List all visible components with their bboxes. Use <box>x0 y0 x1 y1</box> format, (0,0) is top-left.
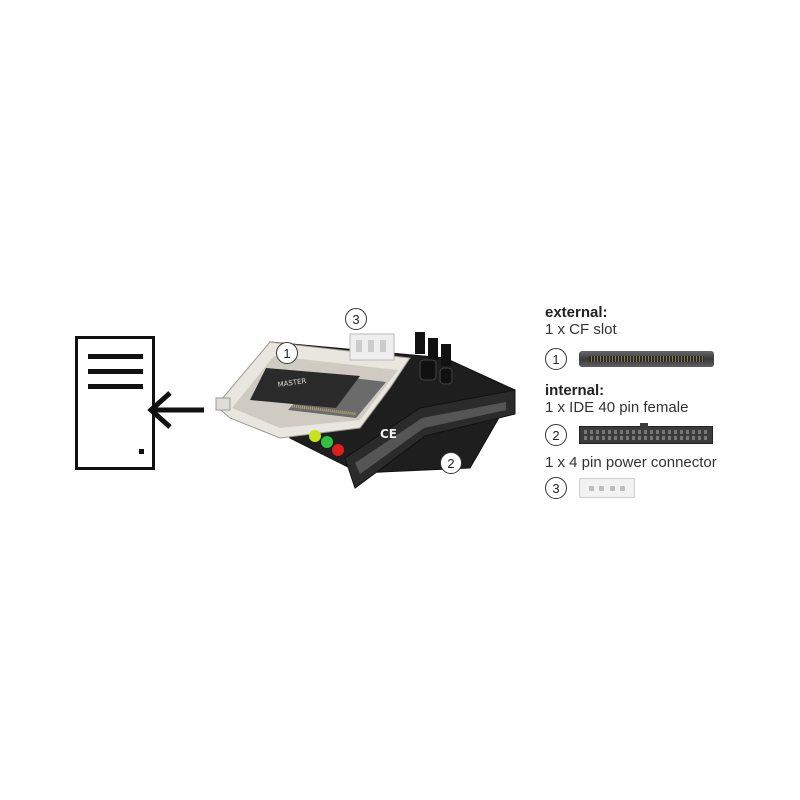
arrow-left-icon <box>147 391 204 429</box>
legend-row-2: 2 <box>545 423 785 446</box>
internal-heading: internal: <box>545 382 605 399</box>
cf-slot-swatch <box>579 351 714 367</box>
callout-badge-3: 3 <box>345 308 367 330</box>
power-connector-swatch <box>579 478 635 498</box>
legend-badge-2: 2 <box>545 424 567 446</box>
legend-row-1: 1 <box>545 348 785 370</box>
internal-item-power: 1 x 4 pin power connector <box>545 454 717 471</box>
external-heading: external: <box>545 304 608 321</box>
cf-ide-adapter-board: MASTER CE <box>215 332 516 489</box>
legend-badge-3: 3 <box>545 477 567 499</box>
internal-item-ide: 1 x IDE 40 pin female <box>545 399 689 416</box>
callout-badge-2: 2 <box>440 452 462 474</box>
cf-slot-label: MASTER <box>277 377 307 389</box>
legend-row-3: 3 <box>545 477 785 499</box>
ide-connector-swatch <box>579 423 713 444</box>
feature-legend: external: 1 x CF slot 1 internal: 1 x ID… <box>545 304 785 499</box>
legend-badge-1: 1 <box>545 348 567 370</box>
document-icon <box>75 336 155 470</box>
ce-mark: CE <box>380 427 397 441</box>
external-item: 1 x CF slot <box>545 321 617 338</box>
callout-badge-1: 1 <box>276 342 298 364</box>
